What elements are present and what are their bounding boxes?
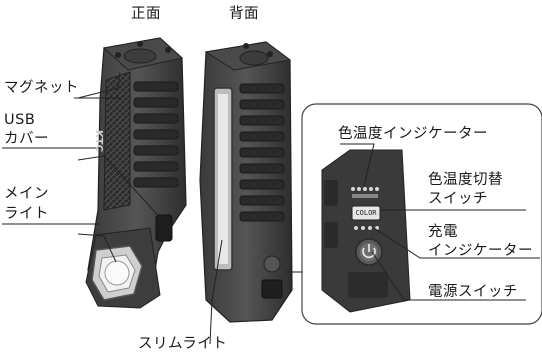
color-temp-switch-callout-line1: 色温度切替 — [428, 172, 503, 188]
usb-cover-callout-line1: USB — [4, 112, 36, 128]
charge-indicator-callout-line2: インジケーター — [428, 243, 533, 259]
slim-light-callout: スリムライト — [138, 336, 228, 352]
color-button-text: COLOR — [355, 209, 377, 217]
front-view-flashlight — [85, 37, 187, 309]
brand-logo-text: KTC — [93, 130, 104, 152]
back-view-flashlight — [199, 41, 293, 323]
color-temp-switch-callout-line2: スイッチ — [428, 191, 488, 207]
magnet-callout: マグネット — [4, 80, 79, 96]
main-light-callout-line2: ライト — [4, 206, 49, 222]
detail-closeup — [321, 149, 411, 313]
charge-indicator-callout-line1: 充電 — [428, 224, 458, 240]
color-temp-indicator-callout: 色温度インジケーター — [338, 126, 488, 142]
back-view-label: 背面 — [229, 6, 259, 22]
front-view-label: 正面 — [131, 6, 161, 22]
usb-cover-callout-line2: カバー — [4, 131, 49, 147]
main-light-callout-line1: メイン — [4, 186, 49, 202]
power-switch-callout: 電源スイッチ — [428, 284, 518, 300]
